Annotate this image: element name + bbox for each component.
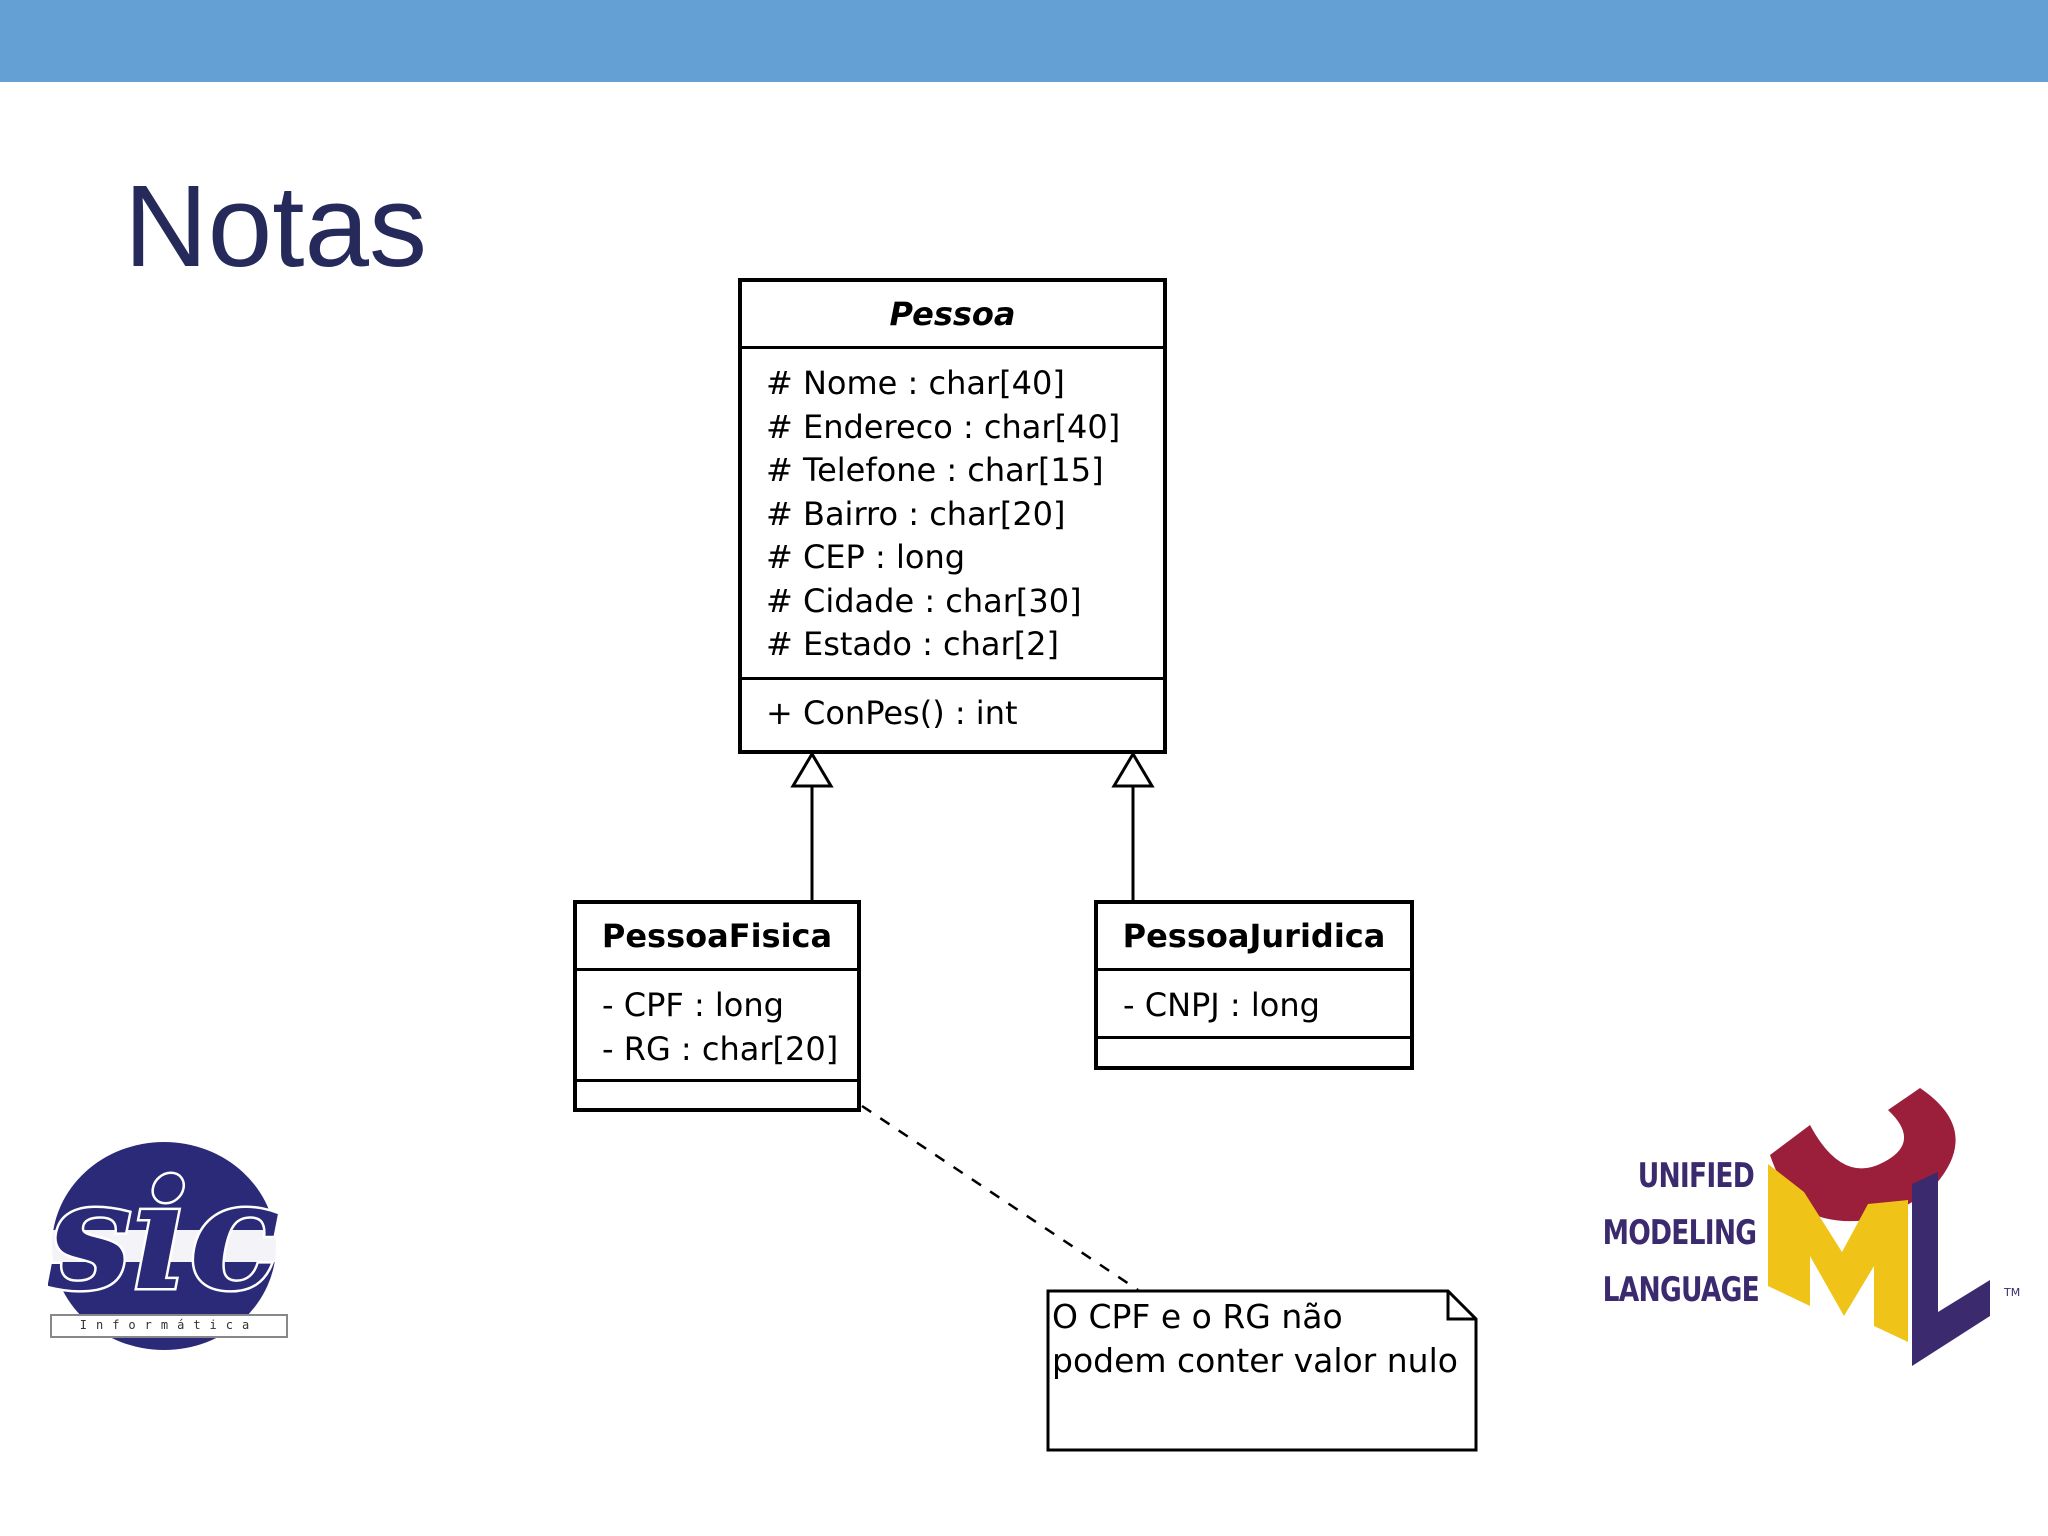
class-operations <box>1098 1039 1410 1051</box>
uml-logo-trademark: TM <box>2004 1286 2021 1299</box>
attribute: # CEP : long <box>766 538 966 576</box>
attribute: # Telefone : char[15] <box>766 451 1104 489</box>
class-operations: + ConPes() : int <box>742 680 1163 750</box>
uml-logo-u-shape <box>1770 1088 1956 1222</box>
class-name: PessoaJuridica <box>1098 904 1410 971</box>
note-shape <box>1046 1289 1478 1452</box>
class-operations <box>577 1082 857 1094</box>
uml-logo-m-shape <box>1768 1164 1908 1342</box>
uml-logo-text: UNIFIED MODELING LANGUAGE <box>1602 1148 1760 1319</box>
attribute: # Endereco : char[40] <box>766 407 1121 446</box>
class-attributes: - CPF : long - RG : char[20] <box>577 971 857 1082</box>
note-text: O CPF e o RG não podem conter valor nulo <box>1052 1295 1462 1383</box>
uml-logo-line: UNIFIED <box>1637 1156 1755 1196</box>
note-line: podem conter valor nulo <box>1052 1341 1458 1380</box>
attribute: - CPF : long <box>602 986 784 1024</box>
attribute: - RG : char[20] <box>602 1029 839 1068</box>
attribute: # Cidade : char[30] <box>766 581 1082 620</box>
slide-title: Notas <box>124 161 428 291</box>
uml-logo-line: MODELING <box>1602 1213 1757 1253</box>
sic-logo: sic <box>48 1142 288 1350</box>
operation: + ConPes() : int <box>766 694 1018 732</box>
uml-logo-line: LANGUAGE <box>1602 1270 1760 1310</box>
attribute: - CNPJ : long <box>1123 986 1320 1024</box>
class-pessoa: Pessoa # Nome : char[40] # Endereco : ch… <box>738 278 1167 754</box>
generalization-arrowhead-pf <box>790 751 834 788</box>
class-attributes: - CNPJ : long <box>1098 971 1410 1039</box>
class-pessoafisica: PessoaFisica - CPF : long - RG : char[20… <box>573 900 861 1112</box>
note-line: O CPF e o RG não <box>1052 1297 1343 1336</box>
attribute: # Estado : char[2] <box>766 625 1060 663</box>
sic-logo-letters: sic <box>48 1148 280 1324</box>
attribute: # Bairro : char[20] <box>766 494 1066 533</box>
uml-logo-mark <box>1768 1088 1990 1366</box>
class-pessoajuridica: PessoaJuridica - CNPJ : long <box>1094 900 1414 1070</box>
class-attributes: # Nome : char[40] # Endereco : char[40] … <box>742 349 1163 680</box>
top-bar <box>0 0 2048 82</box>
class-name: Pessoa <box>742 282 1163 349</box>
generalization-arrowhead-pj <box>1111 751 1155 788</box>
attribute: # Nome : char[40] <box>766 364 1065 402</box>
sic-logo-subtitle: Informática <box>50 1314 288 1338</box>
note-corner-fold <box>1446 1291 1476 1321</box>
class-name: PessoaFisica <box>577 904 857 971</box>
sic-logo-band <box>48 1230 288 1262</box>
note-anchor-line <box>861 1104 1139 1292</box>
uml-logo-l-shape <box>1912 1172 1990 1366</box>
